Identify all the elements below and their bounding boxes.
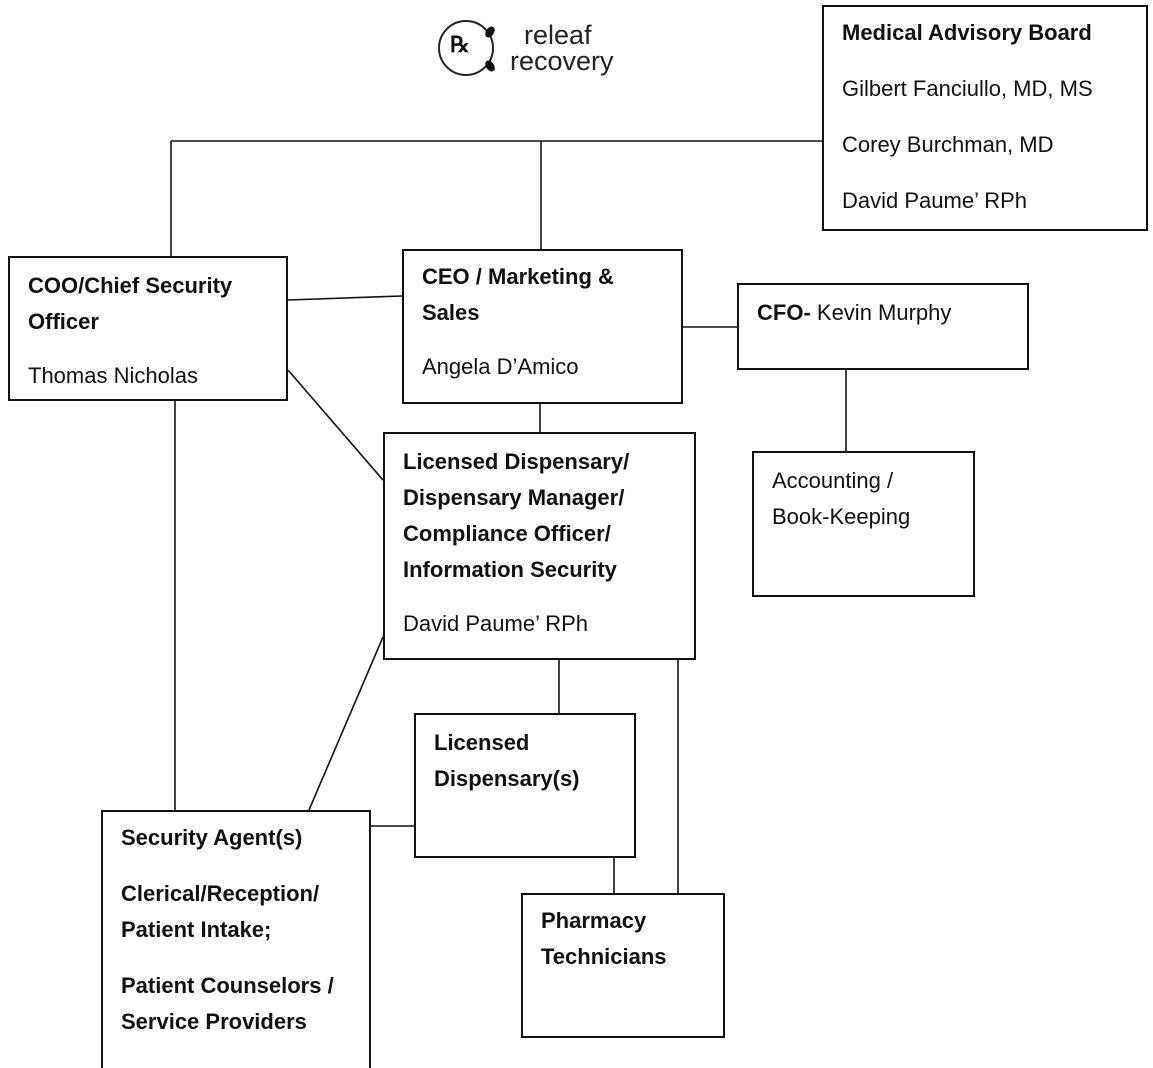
dispensary-manager-line: Information Security	[403, 557, 617, 582]
line-dispensary-security-diagonal	[308, 636, 384, 811]
logo-line-2: recovery	[510, 46, 614, 76]
accounting-line-1: Accounting /	[772, 468, 894, 493]
ceo-box: CEO / Marketing & Sales Angela D’Amico	[402, 249, 683, 404]
pharmacy-line-1: Pharmacy	[541, 908, 647, 933]
licensed-dispensaries-line-2: Dispensary(s)	[434, 766, 580, 791]
dispensary-manager-line: Licensed Dispensary/	[403, 449, 630, 474]
logo-line-1: releaf	[524, 20, 592, 50]
coo-title-line-2: Officer	[28, 309, 99, 334]
line-coo-dispensary-diagonal	[287, 369, 384, 481]
cfo-person: Kevin Murphy	[816, 300, 952, 325]
security-line-2: Clerical/Reception/	[121, 881, 320, 906]
advisory-member: Corey Burchman, MD	[842, 132, 1054, 157]
advisory-member: David Paume’ RPh	[842, 188, 1028, 213]
advisory-member: Gilbert Fanciullo, MD, MS	[842, 76, 1093, 101]
pharmacy-line-2: Technicians	[541, 944, 667, 969]
dispensary-manager-line: Compliance Officer/	[403, 521, 611, 546]
licensed-dispensaries-box: Licensed Dispensary(s)	[414, 713, 636, 858]
rx-circle-icon: ℞	[438, 20, 494, 76]
rx-symbol: ℞	[450, 32, 470, 58]
pharmacy-technicians-box: Pharmacy Technicians	[521, 893, 725, 1038]
accounting-line-2: Book-Keeping	[772, 504, 911, 529]
security-line-5: Service Providers	[121, 1009, 307, 1034]
coo-box: COO/Chief Security Officer Thomas Nichol…	[8, 256, 288, 401]
ceo-person: Angela D’Amico	[422, 354, 579, 379]
accounting-box: Accounting / Book-Keeping	[752, 451, 975, 597]
licensed-dispensaries-line-1: Licensed	[434, 730, 530, 755]
releaf-recovery-logo: ℞ releaf recovery	[438, 20, 648, 82]
leaf-icon	[483, 58, 497, 74]
coo-title-line-1: COO/Chief Security	[28, 273, 233, 298]
security-line-1: Security Agent(s)	[121, 825, 303, 850]
line-coo-ceo	[287, 295, 403, 301]
security-agents-box: Security Agent(s) Clerical/Reception/ Pa…	[101, 810, 371, 1068]
cfo-title: CFO-	[757, 300, 811, 325]
dispensary-manager-person: David Paume’ RPh	[403, 611, 589, 636]
cfo-box: CFO- Kevin Murphy	[737, 283, 1029, 370]
advisory-title: Medical Advisory Board	[842, 20, 1092, 45]
medical-advisory-board-box: Medical Advisory Board Gilbert Fanciullo…	[822, 5, 1148, 231]
cfo-line: CFO- Kevin Murphy	[757, 295, 1017, 331]
logo-wordmark: releaf recovery	[510, 20, 614, 76]
ceo-title-line-2: Sales	[422, 300, 480, 325]
dispensary-manager-box: Licensed Dispensary/ Dispensary Manager/…	[383, 432, 696, 660]
coo-person: Thomas Nicholas	[28, 363, 198, 388]
security-line-3: Patient Intake;	[121, 917, 272, 942]
security-line-4: Patient Counselors /	[121, 973, 334, 998]
dispensary-manager-line: Dispensary Manager/	[403, 485, 625, 510]
ceo-title-line-1: CEO / Marketing &	[422, 264, 614, 289]
